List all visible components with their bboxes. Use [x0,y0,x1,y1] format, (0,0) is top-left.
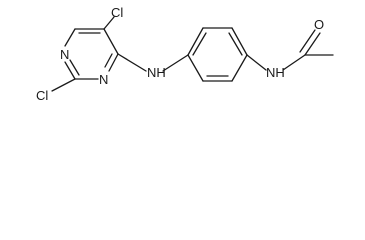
bond-b4-b5 [231,54,248,82]
bond-nh-b1 [162,54,189,72]
molecule-structure-diagram: Cl Cl N N NH NH O [36,5,334,103]
bond-n1-c6 [64,28,76,47]
bond-b3-b4 [231,27,248,56]
bond-b4-nh [246,54,267,71]
bond-b3-b4-inner [228,32,243,56]
bond-c4-nh [117,53,147,72]
bond-b1-b2 [187,27,204,56]
bond-c4-n3-inner [104,53,113,68]
bond-nh-carbonyl [282,54,306,71]
bond-c4-n3 [108,53,119,72]
bond-c5-c4 [103,28,119,55]
atom-o-carbonyl: O [314,17,324,32]
atom-cl-left: Cl [36,88,48,103]
atom-nh-amide: NH [266,65,285,80]
bond-c2-n1 [64,61,76,80]
atom-cl-top: Cl [111,5,123,20]
atom-n-ring-bottom: N [99,72,108,87]
bond-b6-b1 [187,54,204,82]
bond-c5-cl [103,16,115,30]
bond-b1-b2-inner [192,32,207,56]
bond-c2-n1-inner [69,59,80,76]
benzene-ring [162,27,248,82]
bond-carbonyl-o [304,32,321,56]
atom-nh-link: NH [147,65,166,80]
bond-c2-cl [51,78,76,92]
atom-n-ring-top: N [60,47,69,62]
pyrimidine-ring [64,28,119,80]
bond-carbonyl-o-second [299,29,316,53]
